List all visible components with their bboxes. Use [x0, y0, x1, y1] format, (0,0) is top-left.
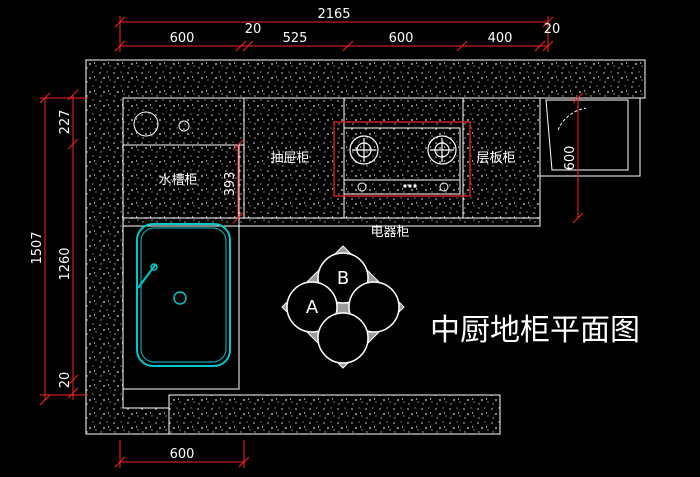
dim-top-seg1: 600	[170, 31, 195, 46]
corner-fixture	[133, 111, 190, 137]
zone-legend	[281, 245, 405, 369]
dim-bottom-600: 600	[170, 447, 195, 462]
dim-top-total: 2165	[317, 7, 350, 22]
sink-basin	[136, 223, 231, 367]
drawing-title: 中厨地柜平面图	[430, 313, 640, 348]
dim-inner-393: 393	[223, 172, 238, 197]
burner-right-icon	[427, 135, 457, 165]
dimension-lines	[39, 16, 584, 468]
cabinet-outlines	[122, 97, 641, 434]
dim-top-seg4: 600	[389, 31, 414, 46]
appliance-cabinet-label: 电器柜	[370, 225, 409, 240]
dim-right-600: 600	[563, 146, 578, 171]
faucet-icon	[137, 263, 158, 289]
burner-left-icon	[349, 135, 379, 165]
dim-left-lower: 20	[58, 372, 73, 389]
legend-label-b: B	[337, 268, 349, 289]
dim-left-mid: 1260	[58, 247, 73, 280]
dim-left-upper: 227	[58, 110, 73, 135]
countertop	[85, 59, 646, 435]
dim-top-seg2: 20	[245, 22, 262, 37]
stove-knobs	[357, 182, 449, 192]
legend-label-a: A	[306, 297, 319, 318]
dim-top-seg6: 20	[544, 22, 561, 37]
shelf-cabinet-label: 层板柜	[476, 151, 515, 166]
drawer-cabinet-label: 抽屉柜	[270, 151, 309, 166]
stove-cooktop	[333, 121, 471, 197]
dim-left-total: 1507	[30, 231, 45, 264]
sink-cabinet-label: 水槽柜	[158, 173, 197, 188]
dim-top-seg5: 400	[488, 31, 513, 46]
right-corner-unit	[545, 99, 629, 171]
dim-top-seg3: 525	[283, 31, 308, 46]
